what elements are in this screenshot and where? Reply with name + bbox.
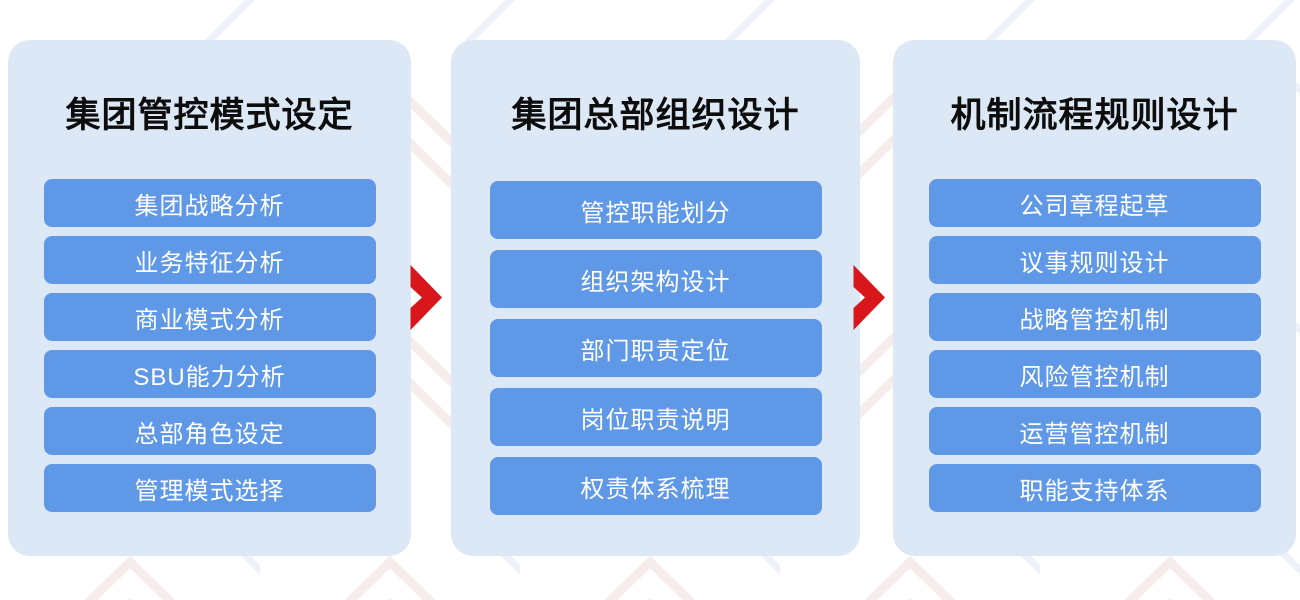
stage-3-item-2[interactable]: 议事规则设计 bbox=[928, 236, 1261, 284]
stage-panel-2[interactable]: 集团总部组织设计 管控职能划分 组织架构设计 部门职责定位 岗位职责说明 权责体… bbox=[451, 40, 860, 556]
stage-title-3: 机制流程规则设计 bbox=[950, 96, 1239, 135]
stage-1-item-5[interactable]: 总部角色设定 bbox=[43, 407, 376, 455]
stage-1-item-4[interactable]: SBU能力分析 bbox=[43, 350, 376, 398]
stage-item-list-1: 集团战略分析 业务特征分析 商业模式分析 SBU能力分析 总部角色设定 管理模式… bbox=[8, 179, 411, 512]
stage-1-item-1[interactable]: 集团战略分析 bbox=[43, 179, 376, 227]
stage-title-1: 集团管控模式设定 bbox=[65, 96, 354, 135]
stage-panel-1[interactable]: 集团管控模式设定 集团战略分析 业务特征分析 商业模式分析 SBU能力分析 总部… bbox=[8, 40, 411, 556]
stage-2-item-4[interactable]: 岗位职责说明 bbox=[489, 388, 822, 446]
stage-3-item-4[interactable]: 风险管控机制 bbox=[928, 350, 1261, 398]
stage-2-item-2[interactable]: 组织架构设计 bbox=[489, 250, 822, 308]
stage-3-item-1[interactable]: 公司章程起草 bbox=[928, 179, 1261, 227]
stage-3-item-5[interactable]: 运营管控机制 bbox=[928, 407, 1261, 455]
stage-2-item-5[interactable]: 权责体系梳理 bbox=[489, 457, 822, 515]
stage-1-item-2[interactable]: 业务特征分析 bbox=[43, 236, 376, 284]
stage-3-item-6[interactable]: 职能支持体系 bbox=[928, 464, 1261, 512]
stage-2-item-3[interactable]: 部门职责定位 bbox=[489, 319, 822, 377]
stage-3-item-3[interactable]: 战略管控机制 bbox=[928, 293, 1261, 341]
chevron-right-arrow-icon-2 bbox=[852, 264, 886, 331]
stage-item-list-2: 管控职能划分 组织架构设计 部门职责定位 岗位职责说明 权责体系梳理 bbox=[451, 181, 860, 515]
stage-panel-3[interactable]: 机制流程规则设计 公司章程起草 议事规则设计 战略管控机制 风险管控机制 运营管… bbox=[893, 40, 1296, 556]
stage-1-item-3[interactable]: 商业模式分析 bbox=[43, 293, 376, 341]
stage-2-item-1[interactable]: 管控职能划分 bbox=[489, 181, 822, 239]
stage-item-list-3: 公司章程起草 议事规则设计 战略管控机制 风险管控机制 运营管控机制 职能支持体… bbox=[893, 179, 1296, 512]
stage-title-2: 集团总部组织设计 bbox=[511, 96, 800, 135]
chevron-right-arrow-icon-1 bbox=[409, 264, 443, 331]
stage-1-item-6[interactable]: 管理模式选择 bbox=[43, 464, 376, 512]
